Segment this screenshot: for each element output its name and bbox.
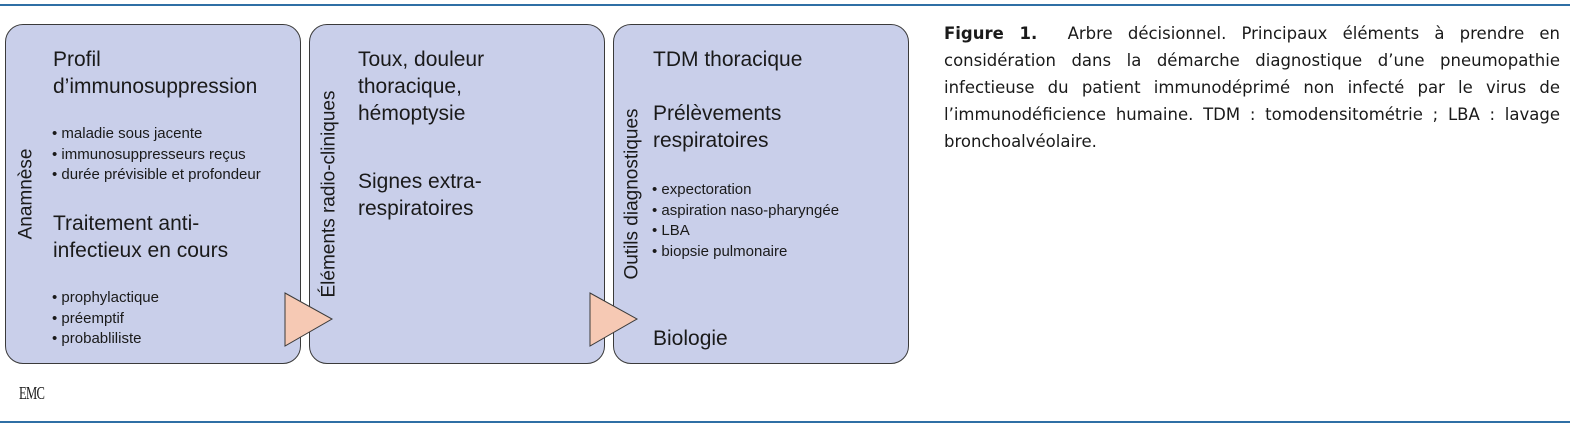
panel-anamnese-label: Anamnèse: [15, 148, 36, 240]
arrow-right-icon: [284, 292, 334, 347]
list-profil: maladie sous jacente immunosuppresseurs …: [52, 124, 261, 186]
bottom-rule: [0, 421, 1570, 423]
heading-tdm-thoracique: TDM thoracique: [653, 48, 803, 71]
list-item: préemptif: [52, 309, 159, 330]
figure-caption: Figure 1. Arbre décisionnel. Principaux …: [944, 20, 1560, 155]
list-item: biopsie pulmonaire: [652, 242, 839, 263]
list-traitement: prophylactique préemptif probabliliste: [52, 288, 159, 350]
heading-signes-extra-respiratoires: Signes extra-respiratoires: [358, 170, 482, 220]
list-item: prophylactique: [52, 288, 159, 309]
heading-traitement-anti-infectieux: Traitement anti-infectieux en cours: [53, 212, 229, 262]
panel-elements-radio-cliniques: [309, 24, 605, 364]
list-item: maladie sous jacente: [52, 124, 261, 145]
caption-label: Figure 1.: [944, 24, 1038, 43]
list-item: LBA: [652, 221, 839, 242]
caption-text: Arbre décisionnel. Principaux éléments à…: [944, 24, 1560, 151]
list-item: durée prévisible et profondeur: [52, 165, 260, 186]
list-item: probabliliste: [52, 329, 159, 350]
emc-logo: EMC: [19, 383, 45, 403]
arrow-right-icon: [589, 292, 639, 347]
top-rule: [0, 4, 1570, 6]
list-item: aspiration naso-pharyngée: [652, 201, 839, 222]
list-item: immunosuppresseurs reçus: [52, 145, 261, 166]
list-item: expectoration: [652, 180, 839, 201]
heading-biologie: Biologie: [653, 327, 728, 350]
list-prelevements: expectoration aspiration naso-pharyngée …: [652, 180, 839, 262]
